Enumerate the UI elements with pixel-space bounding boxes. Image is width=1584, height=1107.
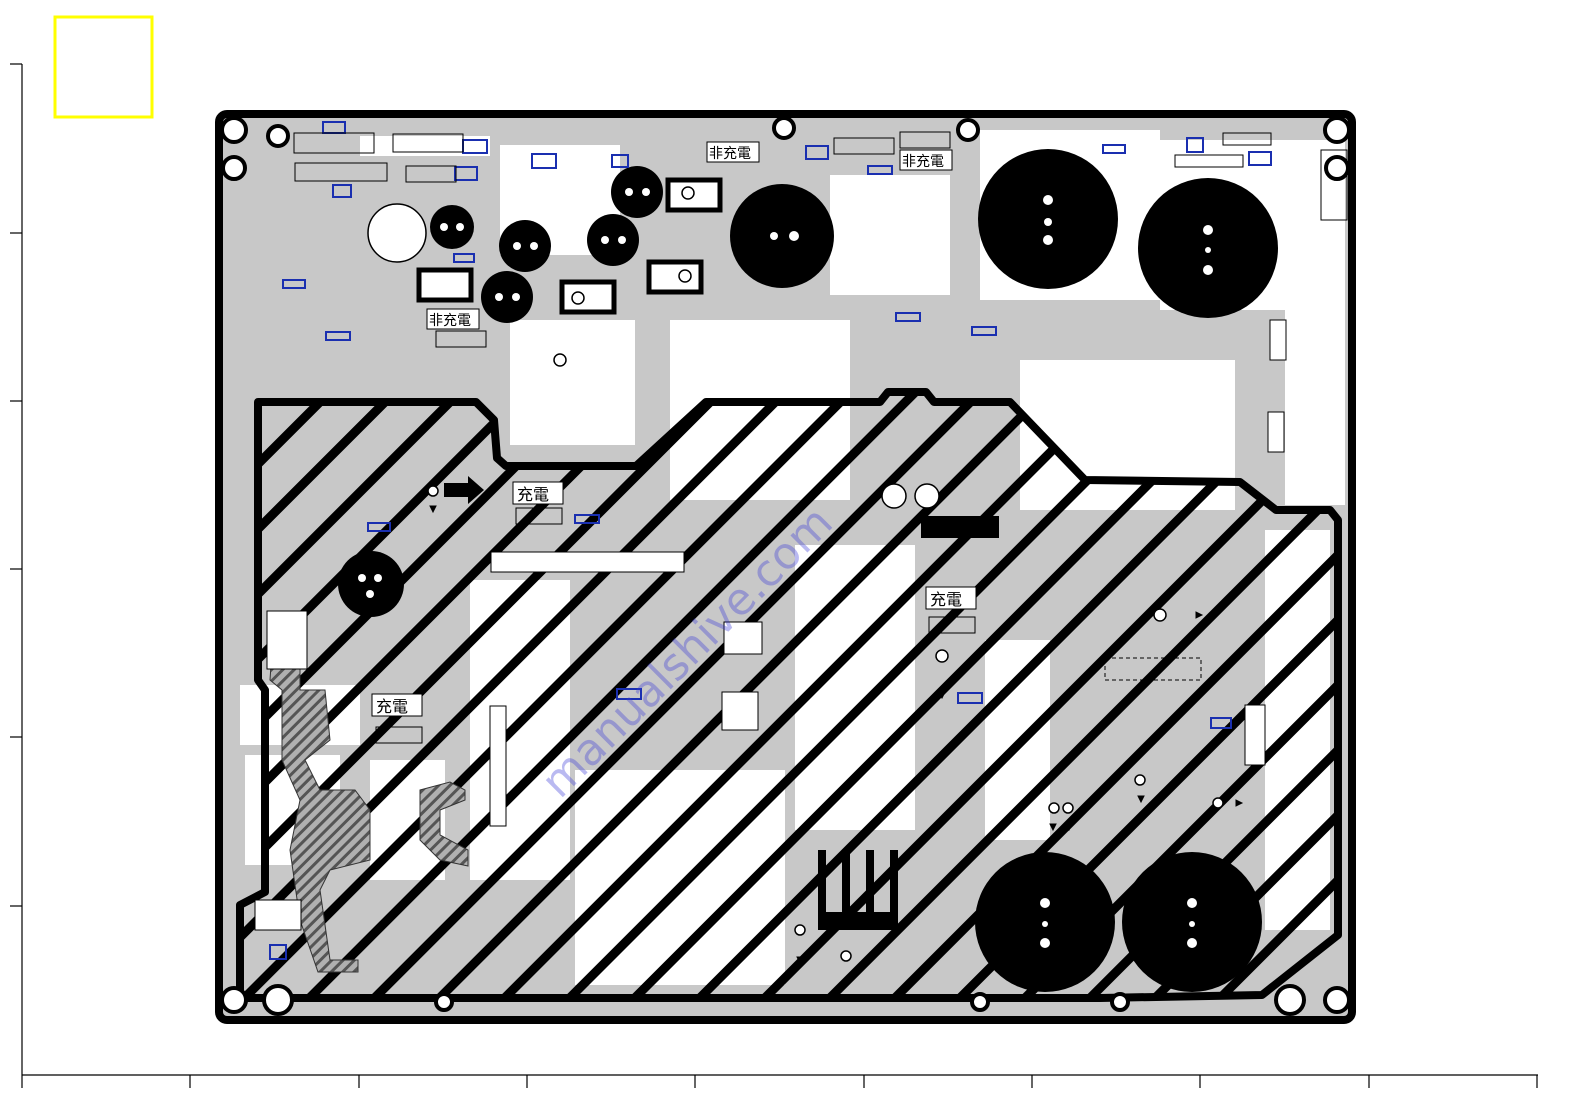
label-non-charged-3: 非充電	[427, 309, 479, 329]
mounting-hole-icon	[774, 118, 794, 138]
mounting-hole-icon	[268, 126, 288, 146]
mounting-hole-icon	[958, 120, 978, 140]
label-non-charged-2: 非充電	[900, 150, 952, 170]
mounting-hole-icon	[223, 157, 245, 179]
mounting-hole-icon	[264, 986, 292, 1014]
mounting-hole-icon	[436, 994, 452, 1010]
mounting-hole-icon	[1325, 988, 1349, 1012]
label-charged-3: 充電	[926, 587, 976, 609]
capacitor-icon	[611, 166, 663, 218]
svg-text:充電: 充電	[376, 697, 408, 716]
capacitor-icon	[338, 551, 404, 617]
corner-marker-square	[55, 17, 152, 117]
capacitor-icon	[1122, 852, 1262, 992]
capacitor-icon	[1138, 178, 1278, 318]
capacitor-icon	[368, 204, 426, 262]
svg-text:充電: 充電	[517, 485, 549, 504]
mounting-hole-icon	[1325, 118, 1349, 142]
label-non-charged-1: 非充電	[707, 142, 759, 162]
svg-text:非充電: 非充電	[709, 146, 751, 162]
mounting-hole-icon	[222, 118, 246, 142]
svg-text:非充電: 非充電	[902, 154, 944, 170]
mounting-hole-icon	[1326, 157, 1348, 179]
capacitor-icon	[481, 271, 533, 323]
capacitor-icon	[975, 852, 1115, 992]
label-charged-1: 充電	[513, 482, 563, 504]
svg-text:非充電: 非充電	[429, 313, 471, 329]
svg-text:充電: 充電	[930, 590, 962, 609]
mounting-hole-icon	[222, 988, 246, 1012]
solid-block	[921, 516, 999, 538]
mounting-hole-icon	[1112, 994, 1128, 1010]
capacitor-icon	[730, 184, 834, 288]
label-charged-2: 充電	[372, 694, 422, 716]
capacitor-icon	[587, 214, 639, 266]
mounting-hole-icon	[972, 994, 988, 1010]
capacitor-icon	[499, 220, 551, 272]
capacitor-icon	[978, 149, 1118, 289]
mounting-hole-icon	[1276, 986, 1304, 1014]
capacitor-icon	[430, 205, 474, 249]
